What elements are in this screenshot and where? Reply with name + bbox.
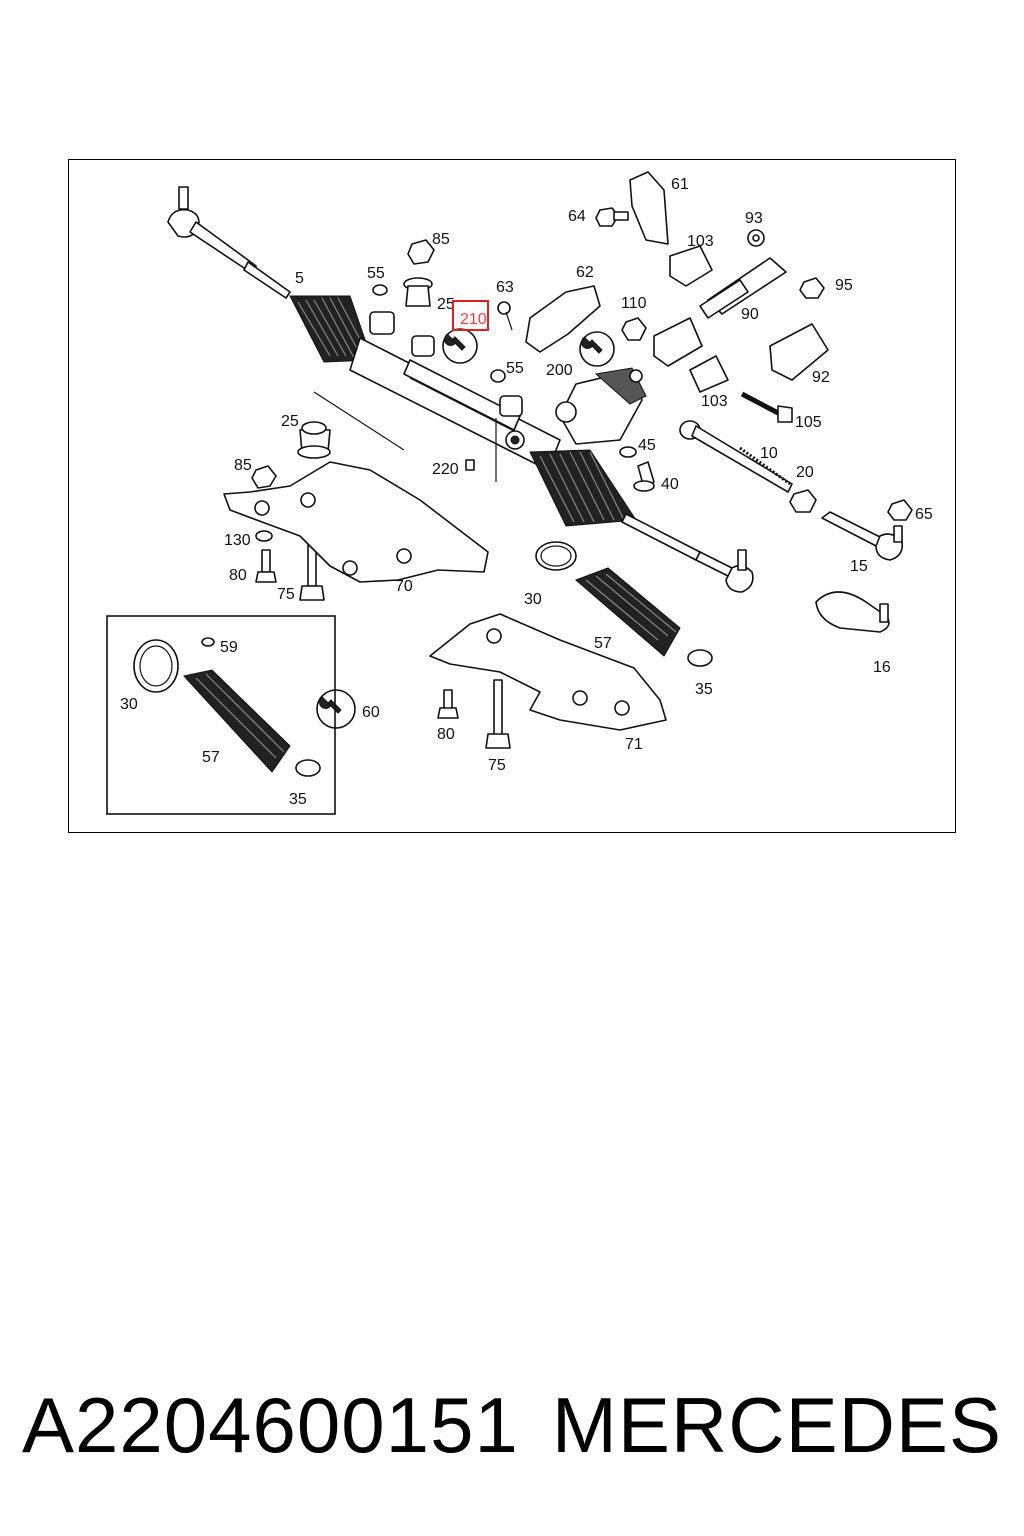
nut-110 <box>621 317 647 341</box>
callout-85b: 85 <box>234 457 252 474</box>
callout-5: 5 <box>295 270 304 287</box>
washer-130 <box>255 530 273 542</box>
wrench-icon-200 <box>579 331 615 367</box>
bolt-95 <box>799 277 825 299</box>
callout-220: 220 <box>432 461 459 478</box>
bolt-80-mid <box>437 689 459 719</box>
callout-15: 15 <box>850 558 868 575</box>
callout-40: 40 <box>661 476 679 493</box>
ball-joint-16 <box>815 591 890 633</box>
callout-95: 95 <box>835 277 853 294</box>
callout-70: 70 <box>395 578 413 595</box>
inset-box <box>106 615 336 815</box>
washer-93 <box>747 229 765 247</box>
u-joint-left-92 <box>653 317 703 367</box>
bracket-103-lower <box>689 355 729 393</box>
bolt-220 <box>465 459 475 471</box>
power-steering-motor <box>555 367 647 445</box>
mounting-bracket-70 <box>223 461 489 583</box>
u-joint-right-92 <box>769 323 829 381</box>
callout-35b: 35 <box>289 791 307 808</box>
bellows-57-mid <box>575 567 681 657</box>
callout-45: 45 <box>638 437 656 454</box>
callout-210-highlighted: 210 <box>460 311 487 328</box>
crossmember-71 <box>429 613 667 731</box>
tie-rod-end-left <box>167 186 291 299</box>
bolt-105 <box>740 391 793 423</box>
callout-64: 64 <box>568 208 586 225</box>
wrench-icon-210 <box>442 328 478 364</box>
bolt-40 <box>633 461 655 492</box>
steering-rack-exploded-diagram: 61 64 103 93 85 55 63 62 110 95 5 25 210… <box>106 171 933 815</box>
highlight-box-210 <box>452 300 489 331</box>
part-number: A2204600151 <box>22 1380 519 1469</box>
callout-30a: 30 <box>524 591 542 608</box>
hex-nut-85-top <box>407 239 435 265</box>
callout-200: 200 <box>546 362 573 379</box>
bush-25-top <box>403 277 433 307</box>
callout-75b: 75 <box>488 757 506 774</box>
clamp-35-inset <box>295 759 321 777</box>
tie-rod-end-15 <box>821 511 904 561</box>
callout-25b: 25 <box>281 413 299 430</box>
heat-shield-61 <box>629 171 669 245</box>
parts-diagram-frame <box>68 159 956 833</box>
caption-bar: A2204600151 MERCEDES <box>0 1370 1024 1480</box>
bolt-80-left <box>255 549 277 583</box>
callout-60: 60 <box>362 704 380 721</box>
callout-80b: 80 <box>437 726 455 743</box>
bellows-57-inset <box>183 669 291 773</box>
callout-35a: 35 <box>695 681 713 698</box>
callout-103a: 103 <box>687 233 714 250</box>
callout-103b: 103 <box>701 393 728 410</box>
o-ring-55-mid <box>490 369 506 383</box>
bearing-cover-62 <box>525 285 601 353</box>
nut-65 <box>887 499 913 521</box>
intermediate-shaft-90 <box>699 257 787 319</box>
callout-71: 71 <box>625 736 643 753</box>
o-ring-45 <box>619 446 637 458</box>
callout-80a: 80 <box>229 567 247 584</box>
callout-130: 130 <box>224 532 251 549</box>
o-ring-55-top <box>372 284 388 296</box>
bolt-63 <box>497 301 513 331</box>
clamp-30-mid <box>535 541 577 571</box>
callout-63: 63 <box>496 279 514 296</box>
callout-105: 105 <box>795 414 822 431</box>
clamp-30-inset <box>133 639 179 693</box>
wrench-icon-60 <box>316 689 356 729</box>
callout-90: 90 <box>741 306 759 323</box>
callout-20: 20 <box>796 464 814 481</box>
callout-25a: 25 <box>437 296 455 313</box>
callout-10: 10 <box>760 445 778 462</box>
callout-30b: 30 <box>120 696 138 713</box>
u-joint-upper <box>669 245 713 287</box>
o-ring-59 <box>201 637 215 647</box>
hex-nut-85-left <box>251 465 277 489</box>
inner-tie-rod-10 <box>679 420 793 493</box>
callout-59: 59 <box>220 639 238 656</box>
callout-55b: 55 <box>506 360 524 377</box>
callout-55a: 55 <box>367 265 385 282</box>
callout-85a: 85 <box>432 231 450 248</box>
bolt-75-mid <box>485 679 511 749</box>
bush-25-left <box>297 421 331 459</box>
steering-rack-housing <box>289 295 754 593</box>
callout-16: 16 <box>873 659 891 676</box>
callout-110: 110 <box>621 295 647 312</box>
callout-57a: 57 <box>594 635 612 652</box>
callout-62: 62 <box>576 264 594 281</box>
callout-65: 65 <box>915 506 933 523</box>
callout-61: 61 <box>671 176 689 193</box>
callout-93: 93 <box>745 210 763 227</box>
clamp-35-mid <box>687 649 713 667</box>
callout-75a: 75 <box>277 586 295 603</box>
nut-20 <box>789 489 817 513</box>
callout-57b: 57 <box>202 749 220 766</box>
callout-92: 92 <box>812 369 830 386</box>
bolt-64 <box>595 207 629 227</box>
brand-name: MERCEDES <box>551 1380 1002 1469</box>
